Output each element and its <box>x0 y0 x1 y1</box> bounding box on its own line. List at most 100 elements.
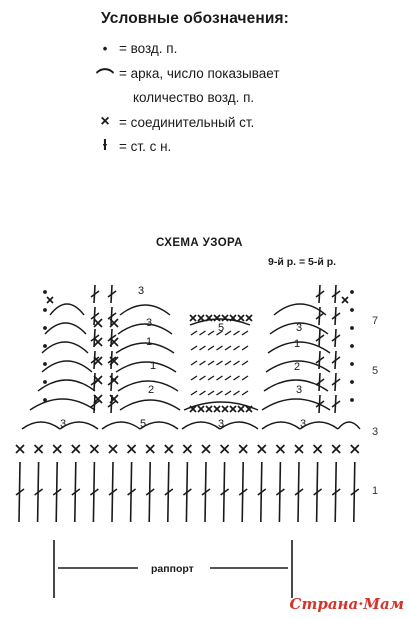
chain-arch <box>119 399 181 411</box>
slip-stitch-cross <box>201 444 211 454</box>
double-crochet-icon: ƚ <box>102 137 108 154</box>
slip-stitch-cross <box>109 394 119 404</box>
slip-stitch-cross <box>15 444 25 454</box>
row-number-1: 1 <box>372 485 379 497</box>
column-stitch <box>90 306 100 326</box>
chain-arch <box>181 421 221 430</box>
chain-dot <box>350 344 354 348</box>
chain-dot <box>350 362 354 366</box>
row-2-slip-stitches <box>15 444 360 454</box>
fan-stitch <box>199 330 206 336</box>
fan-stitch <box>216 375 223 381</box>
chain-dot <box>43 398 47 402</box>
chain-dot <box>43 326 47 330</box>
fan-stitch <box>241 360 249 366</box>
chain-arch <box>265 360 331 373</box>
slip-stitch-cross <box>341 296 349 304</box>
chain-arch <box>261 421 301 430</box>
slip-stitch-cross <box>221 314 229 322</box>
chain-dot <box>350 308 354 312</box>
slip-stitch-cross <box>182 444 193 454</box>
slip-stitch-cross <box>237 405 245 413</box>
fan-stitch <box>216 390 223 396</box>
arch-count-label: 3 <box>218 418 224 430</box>
slip-stitch-cross <box>229 314 237 322</box>
arch-count-label: 2 <box>294 361 300 373</box>
arch-count-label: 1 <box>294 338 300 350</box>
double-crochet-stitch <box>52 461 62 523</box>
slip-stitch-cross <box>33 444 44 454</box>
column-stitch <box>315 284 325 304</box>
legend-item-double-crochet: = ст. с н. <box>119 139 172 154</box>
fan-stitch <box>207 345 215 351</box>
column-stitch <box>315 306 325 326</box>
arch-count-label: 5 <box>218 322 224 334</box>
chain-arch <box>44 322 87 335</box>
double-crochet-stitch <box>182 461 192 523</box>
chain-dot <box>43 344 47 348</box>
legend-item-slip-stitch: = соединительный ст. <box>119 115 255 130</box>
arch-count-label: 3 <box>146 317 152 329</box>
slip-stitch-cross <box>46 296 54 304</box>
scheme-title: СХЕМА УЗОРА <box>156 237 243 249</box>
fan-stitch <box>190 390 198 396</box>
column-stitch <box>107 284 117 304</box>
column-stitch <box>331 372 341 392</box>
fan-stitch <box>224 345 232 351</box>
fan-stitch <box>233 390 240 396</box>
double-crochet-stitch <box>108 461 118 523</box>
row-1-double-crochets <box>15 461 360 523</box>
column-stitch <box>315 394 325 414</box>
chain-arch <box>119 304 171 316</box>
slip-stitch-cross <box>257 444 267 454</box>
column-stitch <box>315 350 325 370</box>
double-crochet-stitch <box>164 461 174 523</box>
chain-dot <box>43 362 47 366</box>
fan-stitch <box>233 330 240 336</box>
slip-stitch-cross <box>52 444 62 454</box>
slip-stitch-cross <box>205 405 213 413</box>
column-stitch <box>331 284 341 304</box>
chain-arch <box>267 341 331 354</box>
double-crochet-stitch <box>15 461 25 523</box>
slip-stitch-cross <box>164 444 174 454</box>
fan-stitch <box>241 345 249 351</box>
double-crochet-stitch <box>127 461 137 523</box>
fan-stitch <box>199 390 206 396</box>
row-number-7: 7 <box>372 315 379 327</box>
legend-item-arch: = арка, число показывает <box>119 66 280 81</box>
fan-stitch <box>199 375 206 381</box>
rapport-bracket <box>53 540 293 598</box>
double-crochet-stitch <box>238 461 248 523</box>
slip-stitch-cross <box>213 314 221 322</box>
double-crochet-stitch <box>220 461 230 523</box>
slip-stitch-cross <box>238 444 248 454</box>
chain-arch <box>41 341 89 354</box>
arch-count-label: 3 <box>60 418 66 430</box>
chain-arch <box>117 323 173 335</box>
slip-stitch-cross <box>205 314 213 322</box>
slip-stitch-cross <box>245 405 253 413</box>
legend-item-chain: = возд. п. <box>119 41 178 56</box>
column-stitch <box>90 284 100 304</box>
arch-count-label: 3 <box>138 285 144 297</box>
arch-icon: ⌒ <box>96 68 114 88</box>
chain-arch <box>299 421 339 430</box>
chain-arch <box>261 398 331 411</box>
column-stitch <box>315 328 325 348</box>
chain-dot <box>350 290 354 294</box>
fan-stitch <box>190 345 198 351</box>
fan-stitch <box>224 330 232 336</box>
slip-stitch-cross <box>109 318 119 328</box>
slip-stitch-cross <box>93 356 103 366</box>
double-crochet-stitch <box>294 461 304 523</box>
slip-stitch-cross <box>275 444 286 454</box>
double-crochet-stitch <box>145 461 155 523</box>
column-stitch <box>331 328 341 348</box>
fan-stitch <box>224 360 232 366</box>
column-stitch <box>331 306 341 326</box>
fan-stitch <box>207 390 215 396</box>
chain-arch <box>189 318 251 326</box>
